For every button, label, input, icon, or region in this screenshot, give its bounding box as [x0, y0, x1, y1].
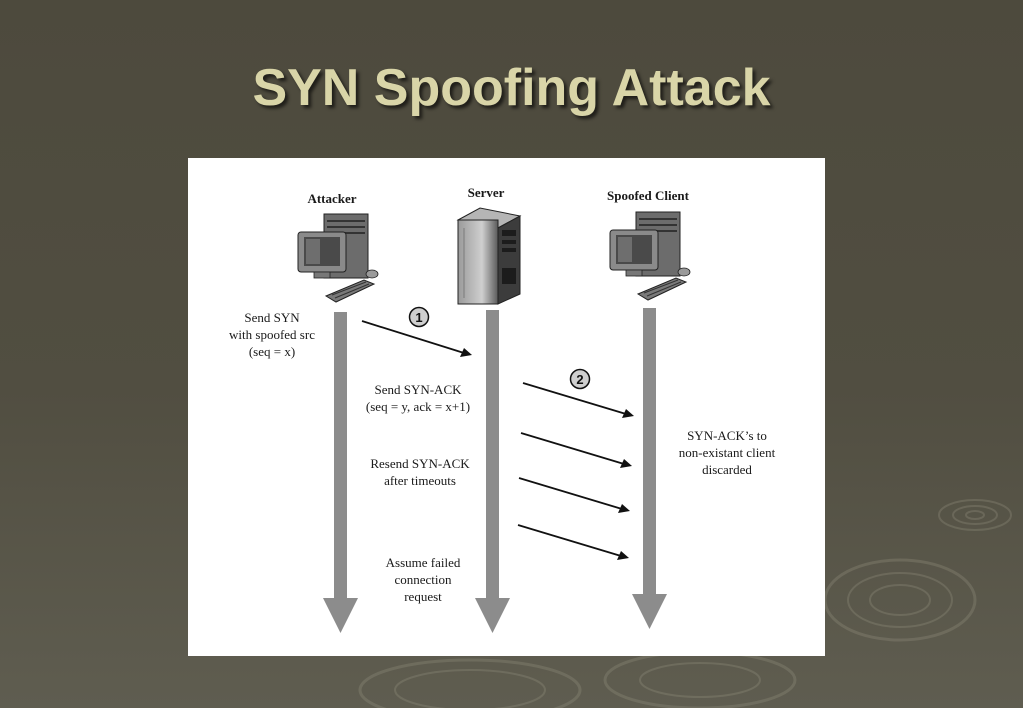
- slide-title: SYN Spoofing Attack: [252, 59, 771, 117]
- server-timeline: [475, 310, 510, 633]
- syn-ack-arrow-2: [520, 432, 632, 468]
- spoofed-client-computer-icon: [609, 211, 691, 301]
- spoofed-client-timeline: [632, 308, 667, 629]
- send-syn-ack-label: Send SYN-ACK (seq = y, ack = x+1): [365, 382, 471, 414]
- step-1-marker: 1: [408, 306, 430, 328]
- discarded-label: SYN-ACK’s to non-existant client discard…: [678, 428, 776, 477]
- syn-ack-arrow-1: [522, 382, 634, 418]
- attacker-timeline: [323, 312, 358, 633]
- spoofed-client-label: Spoofed Client: [607, 188, 689, 203]
- attacker-label: Attacker: [307, 191, 357, 206]
- send-syn-label: Send SYN with spoofed src (seq = x): [229, 310, 315, 359]
- syn-arrow: [361, 320, 472, 357]
- syn-ack-arrow-3: [518, 477, 630, 513]
- server-icon: [456, 207, 522, 305]
- syn-ack-arrow-4: [517, 524, 629, 560]
- step-2-marker: 2: [569, 368, 591, 390]
- diagram-graphics: 1 2: [297, 207, 691, 633]
- step-1-number: 1: [415, 310, 422, 325]
- resend-syn-ack-label: Resend SYN-ACK after timeouts: [370, 456, 470, 488]
- server-label: Server: [467, 185, 505, 200]
- step-2-number: 2: [576, 372, 583, 387]
- assume-failed-label: Assume failed connection request: [385, 555, 461, 604]
- attacker-computer-icon: [297, 213, 379, 303]
- diagram-panel: 1 2 Attacker Server Spoofed Client Send …: [188, 158, 825, 656]
